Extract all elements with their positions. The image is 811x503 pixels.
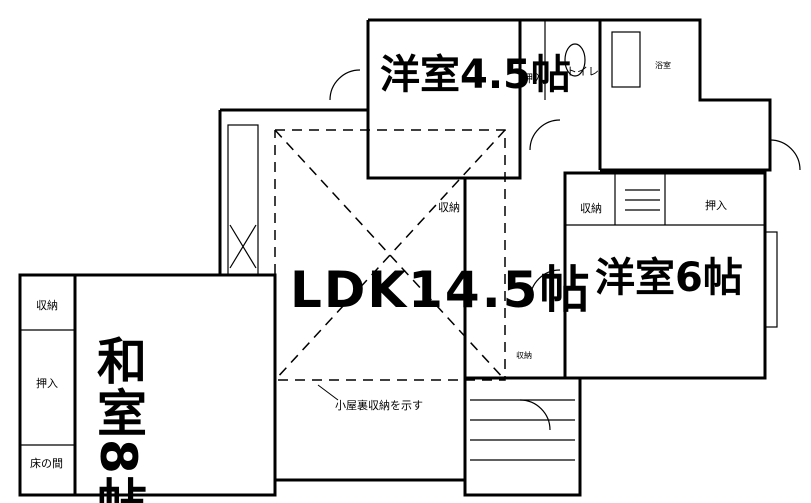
label-tokonoma: 床の間 xyxy=(30,457,63,470)
label-toilet: トイレ xyxy=(566,65,599,78)
label-oshiire-left: 押入 xyxy=(36,377,58,390)
room-label-washitsu: 和室8帖 xyxy=(89,335,147,503)
label-shuno-right: 収納 xyxy=(580,202,602,215)
room-label-yoshitsu-top: 洋室4.5帖 xyxy=(380,52,571,98)
label-oshiire-right: 押入 xyxy=(705,199,727,212)
interior-lines xyxy=(20,20,801,461)
label-shuno-lower: 収納 xyxy=(516,351,532,360)
attic-dashes xyxy=(274,129,506,381)
label-attic-note: 小屋裏収納を示す xyxy=(335,399,423,412)
room-label-ldk: LDK14.5帖 xyxy=(290,261,592,319)
room-label-yoshitsu-right: 洋室6帖 xyxy=(595,255,743,301)
exterior-walls xyxy=(18,18,772,497)
attic-note-leader xyxy=(317,384,339,401)
label-bath: 浴室 xyxy=(655,61,671,70)
label-shuno-left: 収納 xyxy=(36,299,58,312)
label-oshiire-top: 押入 xyxy=(522,72,544,85)
label-shuno-center: 収納 xyxy=(438,201,460,214)
